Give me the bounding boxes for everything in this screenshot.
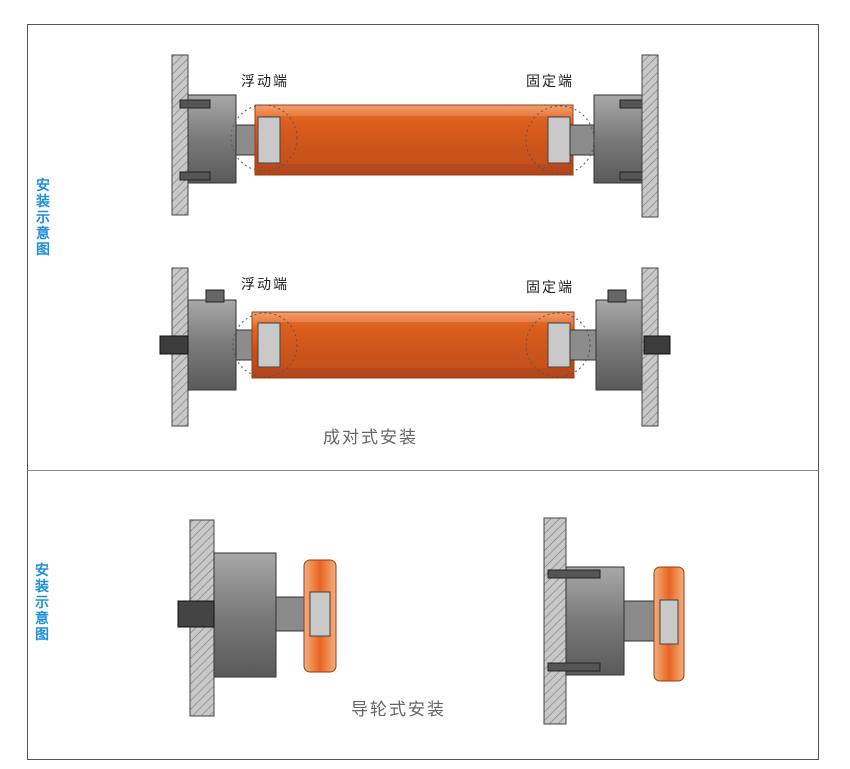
guide-left-housing [213,552,277,678]
paired-row-1 [171,54,659,218]
left-bearing [257,116,281,164]
paired-caption: 成对式安装 [323,428,418,448]
guide-wheel-right [543,517,685,725]
roller-tube-inner [262,116,566,164]
left-housing-2 [187,299,237,391]
guide-right-bolt-bottom [547,662,601,672]
left-cap-2 [205,289,225,303]
left-wall-hatch [171,54,189,216]
floating-end-label-1: 浮动端 [241,74,289,90]
guide-wheel-left [177,519,337,717]
guide-right-bolt-top [547,569,601,579]
guide-right-wall [543,517,567,725]
left-bolt-head-2 [159,335,189,355]
right-bolt-head-2 [643,335,671,355]
guide-right-housing [565,566,625,676]
right-cap-2 [607,289,627,303]
paired-row-2 [159,267,671,427]
side-label-bottom: 安装示意图 [35,563,49,643]
right-housing [593,94,645,184]
right-bearing-2 [547,322,571,368]
left-bearing-2 [257,322,281,368]
side-label-top: 安装示意图 [36,178,50,258]
fixed-end-highlight-2 [525,312,591,378]
right-housing-2 [595,299,645,391]
fixed-end-label-2: 固定端 [526,280,574,296]
right-shaft-2 [569,329,597,361]
fixed-end-label-1: 固定端 [526,74,574,90]
floating-end-highlight [230,104,298,172]
right-bearing [547,116,571,164]
floating-end-label-2: 浮动端 [241,277,289,293]
section-divider [27,470,819,471]
guide-left-bolt [177,600,215,628]
fixed-end-highlight [525,105,595,175]
right-wall-hatch [641,54,659,218]
guide-right-shaft [623,600,659,642]
outer-frame [27,24,819,760]
floating-end-highlight-2 [232,312,298,378]
guide-left-bearing [309,591,331,637]
right-shaft [569,124,595,156]
guide-caption: 导轮式安装 [351,700,446,720]
left-bolt-bottom [179,171,211,181]
left-bolt-top [179,99,211,109]
roller-tube-inner-2 [260,322,566,368]
guide-right-bearing [659,599,679,645]
left-housing [187,94,237,184]
